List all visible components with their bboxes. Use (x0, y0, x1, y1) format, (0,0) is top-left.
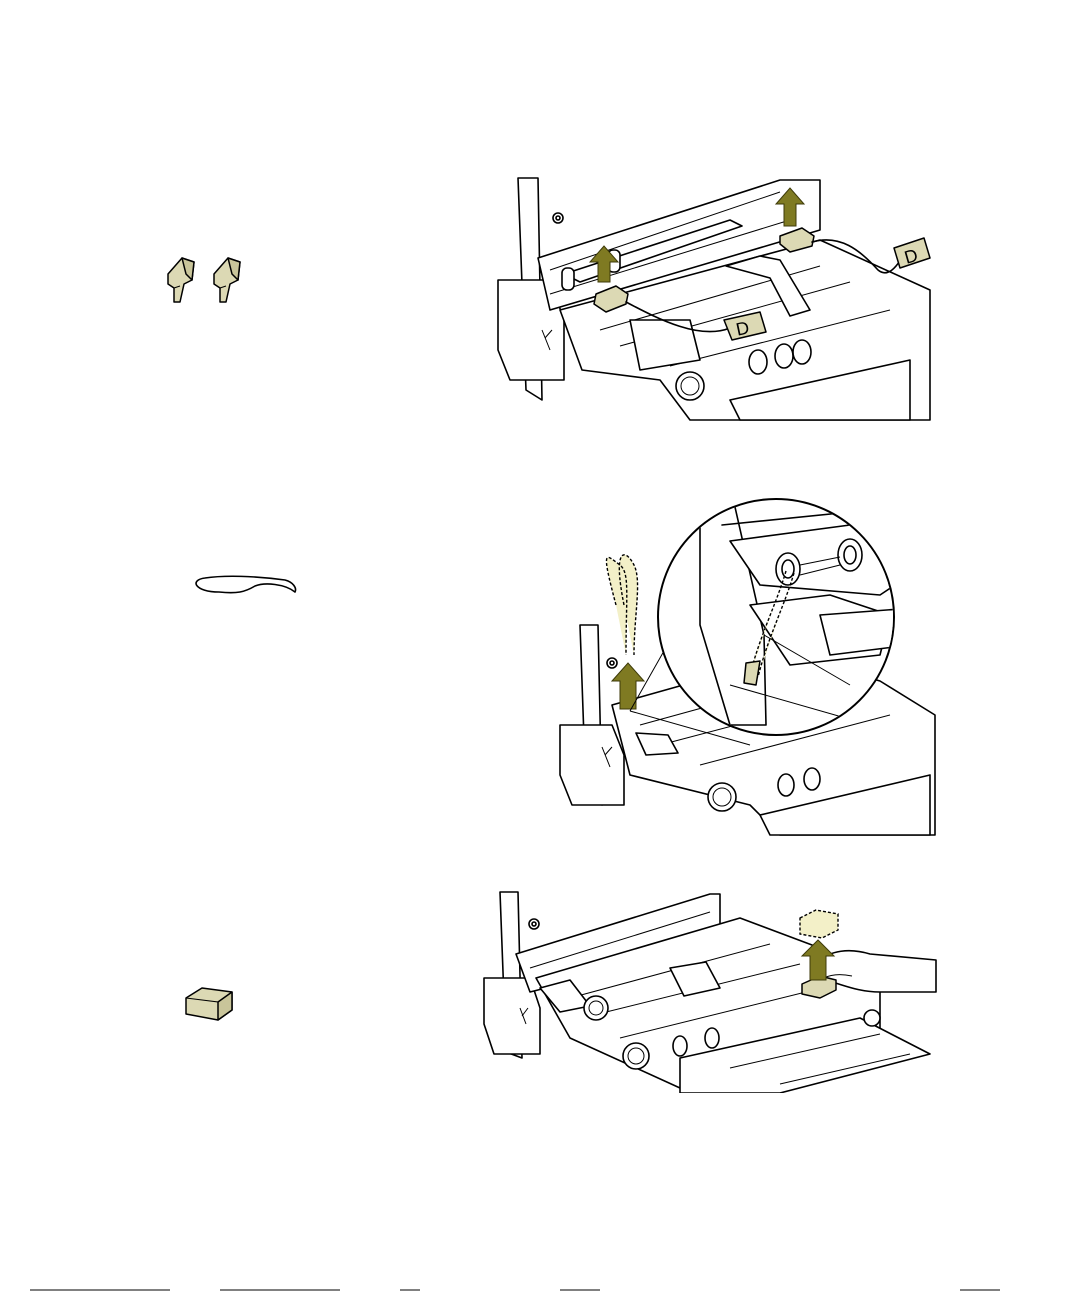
page-bottom-ticks (0, 1280, 1079, 1293)
tag-right: D (894, 238, 930, 268)
lock-clip-left (168, 258, 194, 302)
part-icon-shipping-locks (160, 250, 260, 320)
illustration-remove-foam-block (480, 888, 940, 1093)
lock-clip-right (214, 258, 240, 302)
part-icon-foam-block (180, 980, 240, 1024)
illustration-remove-cord (550, 485, 945, 855)
cord-removed (606, 555, 637, 655)
part-icon-cord-loop (185, 570, 305, 604)
illustration-remove-shipping-locks: D D (490, 170, 940, 460)
foam-block-removed (800, 910, 838, 938)
